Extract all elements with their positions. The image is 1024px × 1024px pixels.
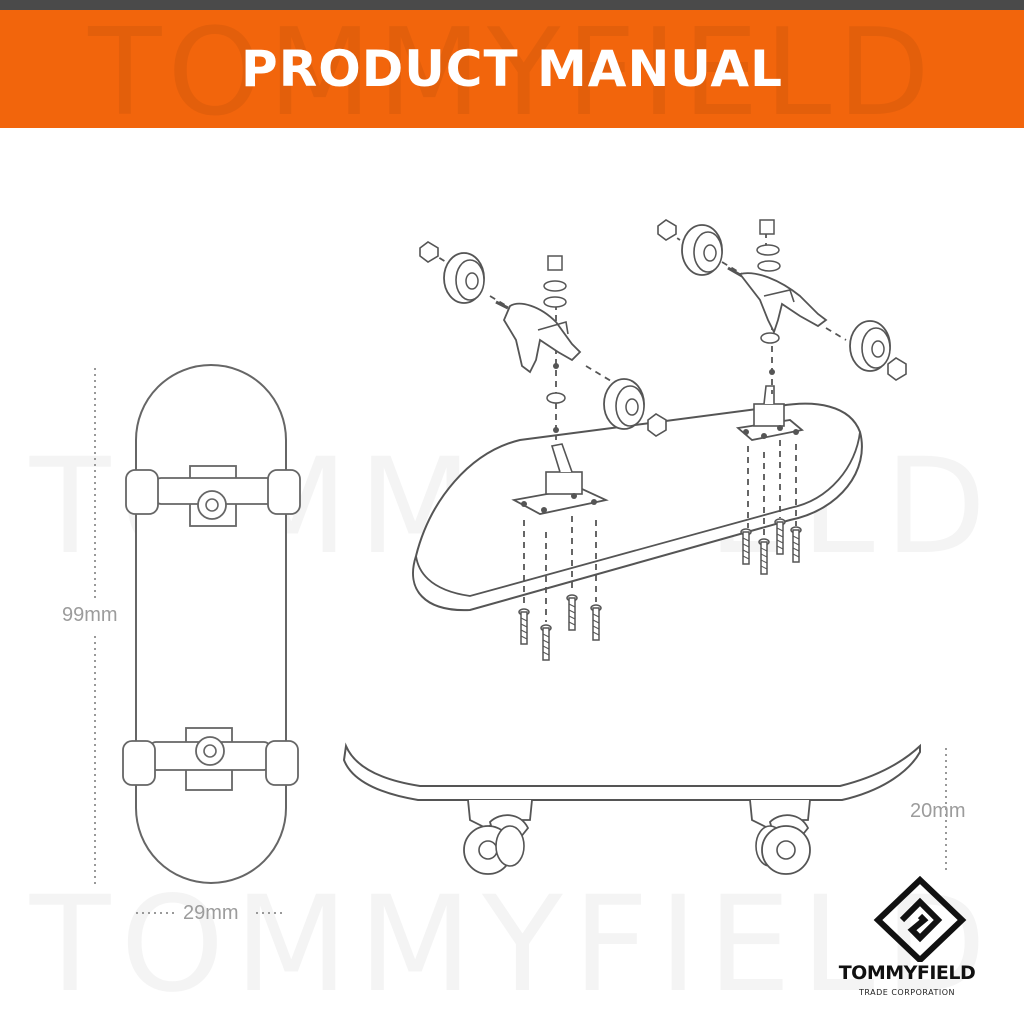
top-view-board: [122, 364, 301, 884]
exploded-view: [412, 219, 907, 661]
watermark-bottom: TOMMYFIELD: [18, 868, 1008, 1022]
header-banner: TOMMYFIELD PRODUCT MANUAL: [0, 10, 1024, 128]
exploded-deck: [412, 402, 863, 612]
header-watermark: TOMMYFIELD: [88, 10, 936, 128]
height-dimension-label: 20mm: [910, 800, 966, 822]
top-strip: [0, 0, 1024, 10]
width-dimension-label: 29mm: [183, 902, 239, 924]
tommyfield-logo-icon: [873, 875, 967, 965]
length-dimension-label: 99mm: [62, 604, 118, 626]
side-view-board: [342, 742, 921, 875]
brand-name: TOMMYFIELD: [838, 962, 976, 984]
brand-subtitle: TRADE CORPORATION: [858, 988, 956, 997]
page-title: PRODUCT MANUAL: [241, 40, 783, 98]
brand-logo: TOMMYFIELD TRADE CORPORATION: [832, 875, 982, 1006]
